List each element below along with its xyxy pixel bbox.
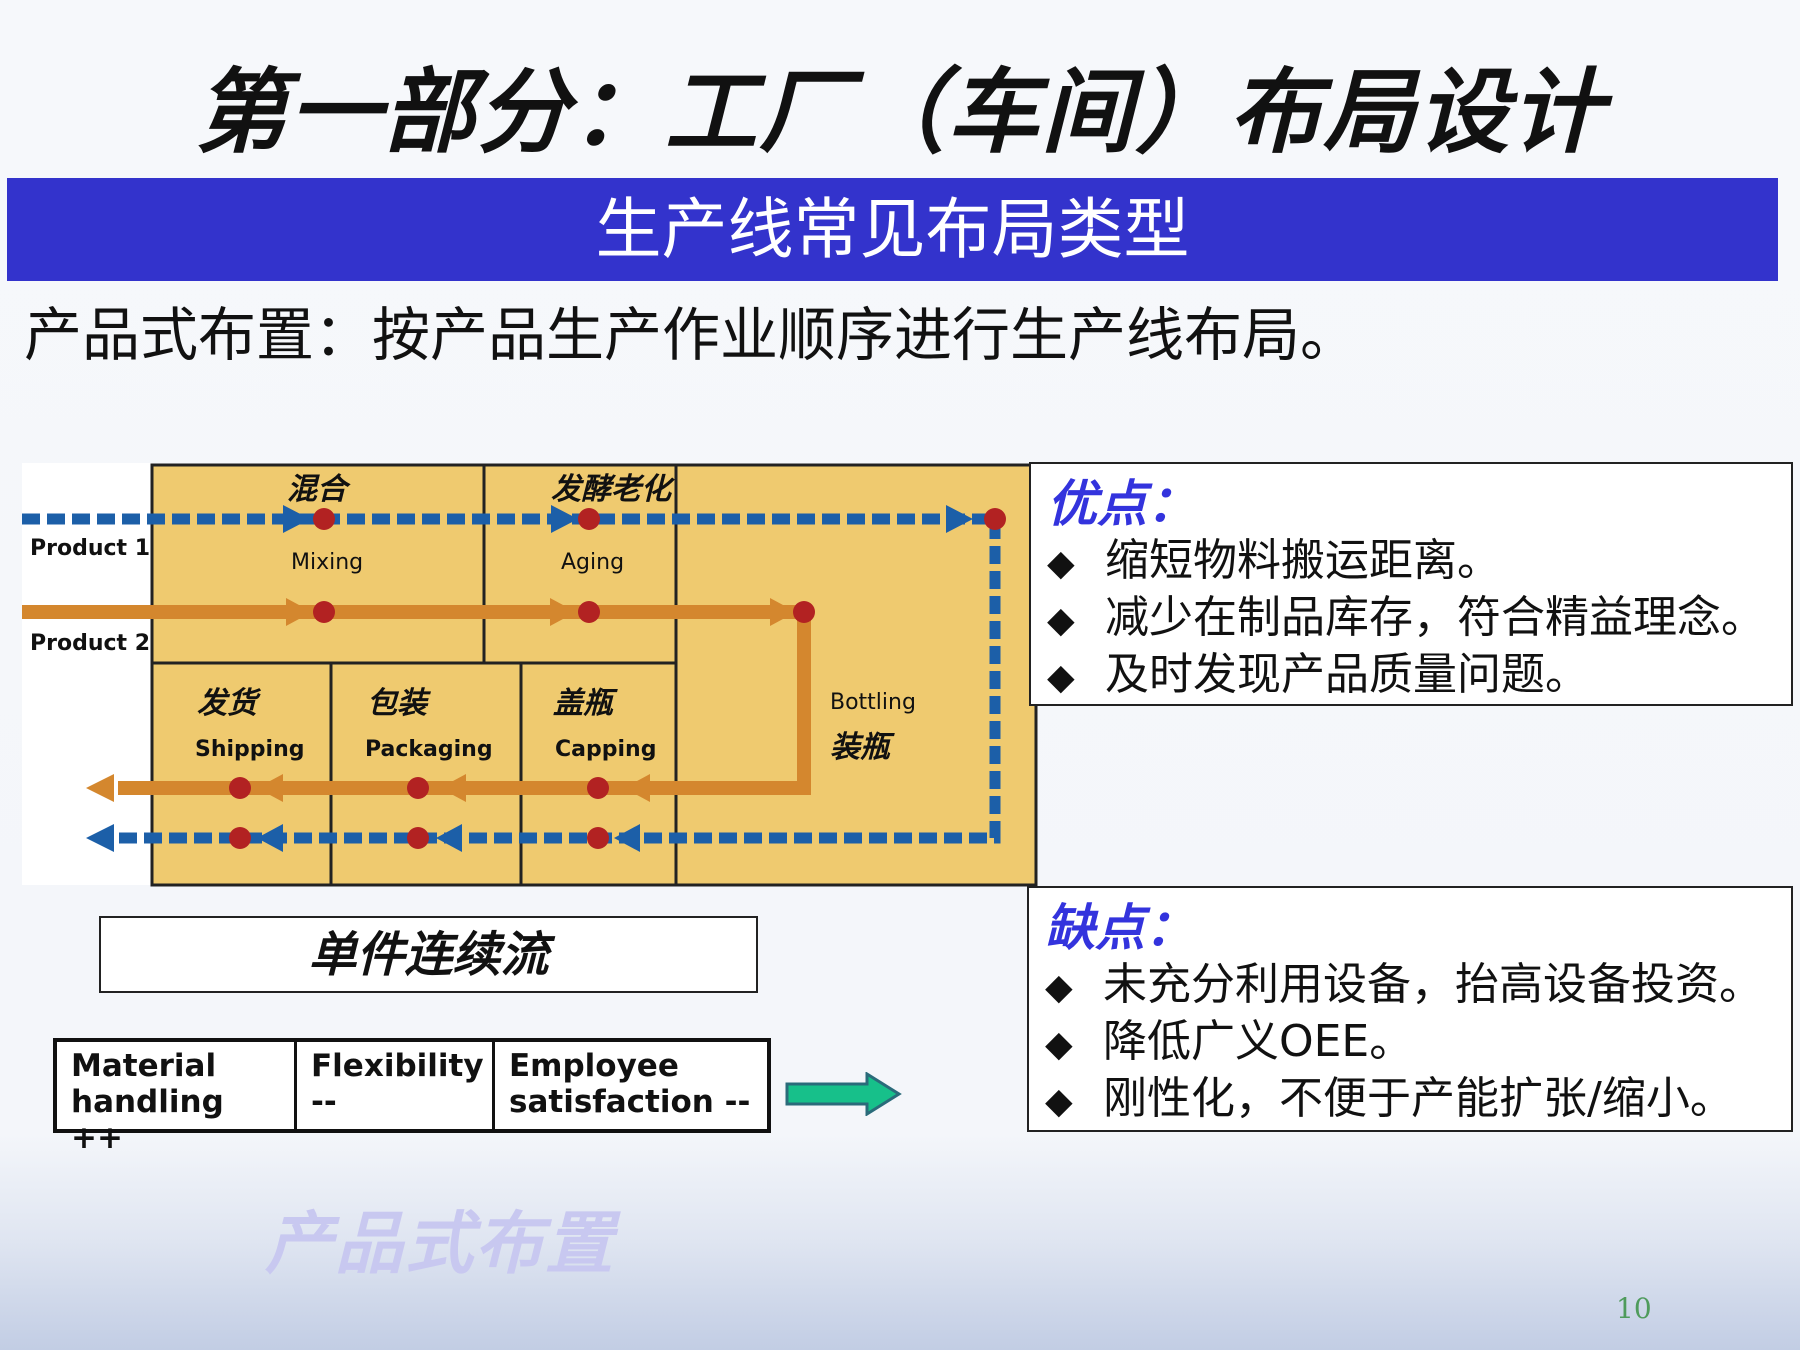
- diamond-bullet-icon: ◆: [1047, 657, 1075, 698]
- node: [793, 601, 815, 623]
- node: [229, 827, 251, 849]
- cons-item: ◆降低广义OEE。: [1045, 1015, 1775, 1072]
- diamond-bullet-icon: ◆: [1045, 1081, 1073, 1122]
- product1-flow: [22, 513, 1001, 844]
- arrowhead: [550, 598, 576, 626]
- cons-item: ◆刚性化，不便于产能扩张/缩小。: [1045, 1072, 1775, 1129]
- diagram-left-panel: [22, 463, 152, 885]
- right-arrow-icon: [785, 1072, 902, 1116]
- node: [984, 508, 1006, 530]
- diamond-bullet-icon: ◆: [1045, 967, 1073, 1008]
- single-piece-flow-label: 单件连续流: [99, 916, 758, 993]
- arrowhead: [257, 774, 283, 802]
- packaging-en-label: Packaging: [365, 737, 493, 762]
- node: [407, 827, 429, 849]
- node: [587, 827, 609, 849]
- arrowhead: [946, 505, 973, 533]
- arrowhead: [436, 824, 462, 852]
- section-banner: 生产线常见布局类型: [7, 178, 1778, 281]
- mixing-en-label: Mixing: [291, 550, 363, 575]
- pros-item: ◆缩短物料搬运距离。: [1047, 534, 1775, 591]
- diamond-bullet-icon: ◆: [1047, 543, 1075, 584]
- node: [313, 601, 335, 623]
- bottling-cn-label: 装瓶: [830, 730, 895, 765]
- factory-floor: [150, 463, 1038, 887]
- packaging-cn-label: 包装: [367, 686, 431, 721]
- product2-label: Product 2: [30, 631, 150, 656]
- shipping-cn-label: 发货: [197, 686, 262, 721]
- process-nodes: [229, 508, 1006, 849]
- pros-item: ◆减少在制品库存，符合精益理念。: [1047, 591, 1775, 648]
- pros-item: ◆及时发现产品质量问题。: [1047, 648, 1775, 705]
- arrowhead: [86, 824, 114, 852]
- pros-box: 优点： ◆缩短物料搬运距离。 ◆减少在制品库存，符合精益理念。 ◆及时发现产品质…: [1029, 462, 1793, 706]
- tradeoff-table: Material handling ++ Flexibility -- Empl…: [53, 1038, 771, 1156]
- arrowhead: [257, 824, 283, 852]
- tradeoff-flexibility: Flexibility --: [297, 1042, 495, 1129]
- bottling-en-label: Bottling: [830, 690, 916, 715]
- tradeoff-material-handling: Material handling ++: [57, 1042, 297, 1156]
- product1-label: Product 1: [30, 536, 150, 561]
- aging-en-label: Aging: [561, 550, 624, 575]
- diamond-bullet-icon: ◆: [1045, 1024, 1073, 1065]
- aging-cn-label: 发酵老化: [551, 472, 675, 507]
- watermark-text: 产品式布置: [265, 1205, 616, 1284]
- arrowhead: [283, 505, 310, 533]
- arrowhead: [614, 824, 640, 852]
- node: [578, 601, 600, 623]
- arrowhead: [770, 598, 796, 626]
- pros-title: 优点：: [1047, 475, 1197, 533]
- cons-box: 缺点： ◆未充分利用设备，抬高设备投资。 ◆降低广义OEE。 ◆刚性化，不便于产…: [1027, 886, 1793, 1132]
- product2-arrowheads: [86, 598, 796, 802]
- node: [313, 508, 335, 530]
- diamond-bullet-icon: ◆: [1047, 600, 1075, 641]
- product1-arrowheads: [86, 505, 973, 852]
- arrowhead: [551, 505, 578, 533]
- shipping-en-label: Shipping: [195, 737, 305, 762]
- arrowhead: [86, 774, 114, 802]
- node: [587, 777, 609, 799]
- node: [229, 777, 251, 799]
- capping-en-label: Capping: [555, 737, 656, 762]
- node: [407, 777, 429, 799]
- arrowhead: [440, 774, 466, 802]
- node: [578, 508, 600, 530]
- page-number: 10: [1616, 1292, 1652, 1325]
- cons-item: ◆未充分利用设备，抬高设备投资。: [1045, 958, 1775, 1015]
- tradeoff-employee-satisfaction: Employee satisfaction --: [509, 1048, 751, 1120]
- slide-title: 第一部分：工厂（车间）布局设计: [194, 59, 1605, 166]
- cons-title: 缺点：: [1045, 899, 1195, 957]
- arrowhead: [624, 774, 650, 802]
- subheading: 产品式布置：按产品生产作业顺序进行生产线布局。: [24, 301, 1359, 369]
- mixing-cn-label: 混合: [287, 472, 351, 507]
- capping-cn-label: 盖瓶: [553, 686, 618, 721]
- arrowhead: [286, 598, 312, 626]
